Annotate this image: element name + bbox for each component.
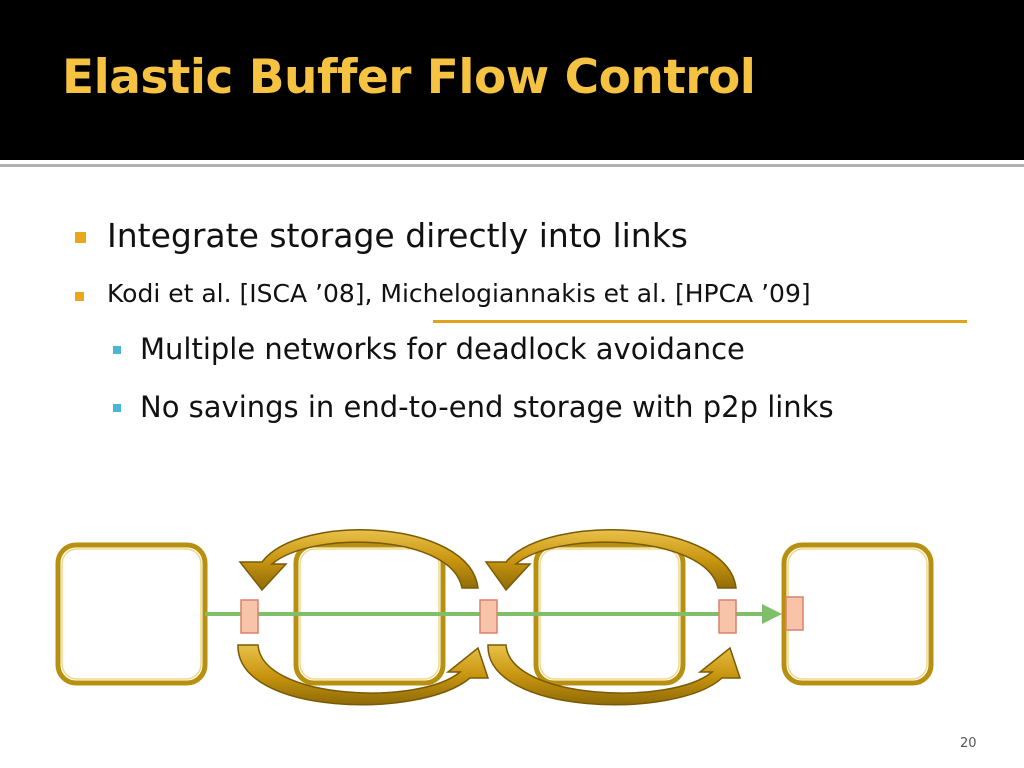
buffer-slot bbox=[785, 596, 804, 631]
buffer-slot bbox=[240, 599, 259, 634]
router-node bbox=[55, 542, 208, 686]
page-number: 20 bbox=[960, 736, 977, 751]
sub-bullet-no-savings: No savings in end-to-end storage with p2… bbox=[140, 390, 834, 424]
circulating-arrow-icon bbox=[484, 529, 737, 592]
router-node-highlight bbox=[61, 548, 202, 680]
circulating-arrow-icon bbox=[237, 644, 490, 706]
sub-bullet-marker-icon bbox=[113, 346, 121, 354]
title-bar: Elastic Buffer Flow Control bbox=[0, 0, 1024, 160]
bullet-citations: Kodi et al. [ISCA ’08], Michelogiannakis… bbox=[107, 279, 811, 308]
title-divider bbox=[0, 160, 1024, 163]
elastic-buffer-diagram bbox=[55, 529, 934, 706]
bullet-integrate-storage: Integrate storage directly into links bbox=[107, 216, 688, 255]
sub-bullet-multiple-networks: Multiple networks for deadlock avoidance bbox=[140, 332, 745, 366]
bullet-marker-icon bbox=[75, 292, 84, 301]
router-node bbox=[781, 542, 934, 686]
link-arrowhead-icon bbox=[762, 604, 782, 624]
buffer-slot bbox=[479, 599, 498, 634]
circulating-arrow-icon bbox=[487, 644, 742, 706]
circulating-arrow-icon bbox=[238, 529, 479, 592]
buffer-slot bbox=[718, 599, 737, 634]
citation-underline bbox=[433, 320, 967, 323]
sub-bullet-marker-icon bbox=[113, 404, 121, 412]
slide-title: Elastic Buffer Flow Control bbox=[62, 50, 756, 105]
title-divider-shadow bbox=[0, 164, 1024, 167]
bullet-marker-icon bbox=[75, 232, 86, 243]
